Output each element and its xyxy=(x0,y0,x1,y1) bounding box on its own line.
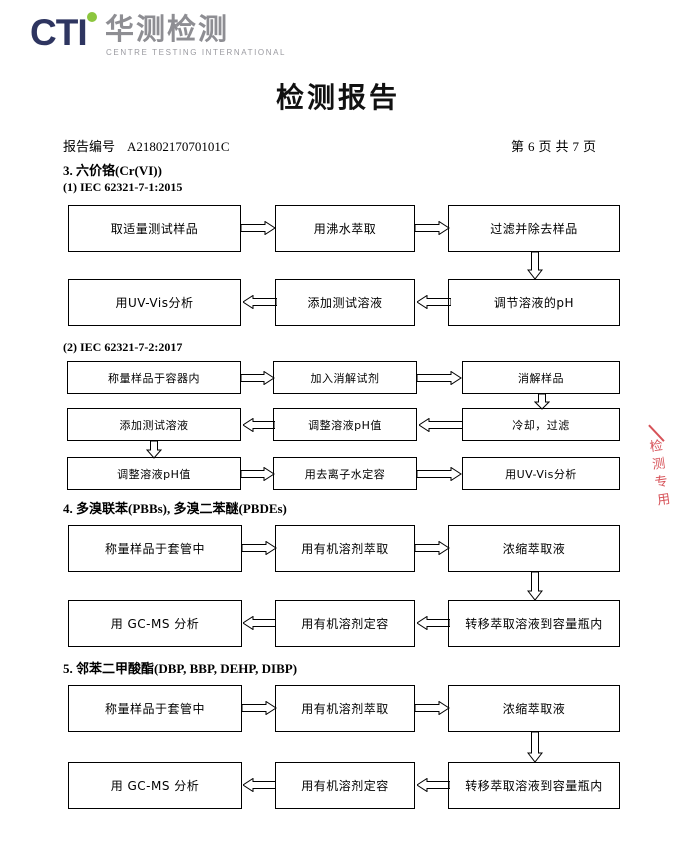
seal-char-1: 检 xyxy=(648,438,664,456)
flow4-box-1: 称量样品于套管中 xyxy=(68,685,242,732)
flow4-box-5: 用有机溶剂定容 xyxy=(275,762,415,809)
flow1-arrow-2-right xyxy=(415,221,451,235)
flow2-arrow-3-down xyxy=(534,394,550,410)
logo-tagline: CENTRE TESTING INTERNATIONAL xyxy=(106,48,287,57)
flow1-box-2: 用沸水萃取 xyxy=(275,205,415,252)
logo-green-dot-icon xyxy=(87,12,97,22)
cti-logo: CTI 华测检测 CENTRE TESTING INTERNATIONAL xyxy=(30,12,290,60)
flow2-box-9: 用UV-Vis分析 xyxy=(462,457,620,490)
flow3-box-3: 浓缩萃取液 xyxy=(448,525,620,572)
red-seal-watermark: 检 测 专 用 xyxy=(637,424,676,532)
flow2-arrow-2-right xyxy=(417,371,463,385)
flow1-arrow-3-down xyxy=(527,252,543,280)
flow3-box-5: 用有机溶剂定容 xyxy=(275,600,415,647)
flow4-arrow-1-right xyxy=(242,701,277,715)
section-heading-cr6: 3. 六价铬(Cr(VI)) xyxy=(63,163,162,178)
logo-chinese-name: 华测检测 xyxy=(105,12,230,46)
subsection-label-iec-7-2: (2) IEC 62321-7-2:2017 xyxy=(63,340,183,354)
seal-char-3: 专 xyxy=(653,474,669,491)
flow2-arrow-8-right xyxy=(417,467,463,481)
flow3-box-2: 用有机溶剂萃取 xyxy=(275,525,415,572)
flow4-box-3: 浓缩萃取液 xyxy=(448,685,620,732)
subsection-label-iec-7-1: (1) IEC 62321-7-1:2015 xyxy=(63,180,183,194)
flow1-box-4: 调节溶液的pH xyxy=(448,279,620,326)
flow2-box-7: 调整溶液pH值 xyxy=(67,457,241,490)
flow1-box-3: 过滤并除去样品 xyxy=(448,205,620,252)
flow2-box-2: 加入消解试剂 xyxy=(273,361,417,394)
page-current: 6 xyxy=(527,139,535,154)
report-number-label: 报告编号 xyxy=(63,139,116,154)
flow4-arrow-5-left xyxy=(243,778,276,792)
flow3-arrow-1-right xyxy=(242,541,277,555)
flow3-arrow-3-down xyxy=(527,572,543,601)
flow2-box-3: 消解样品 xyxy=(462,361,620,394)
section-heading-phthalates: 5. 邻苯二甲酸酯(DBP, BBP, DEHP, DIBP) xyxy=(63,661,298,676)
flow3-arrow-2-right xyxy=(415,541,450,555)
flow2-box-4: 冷却，过滤 xyxy=(462,408,620,441)
seal-char-4: 用 xyxy=(656,491,672,509)
page-unit-1: 页 xyxy=(538,139,552,154)
section-heading-pbb-pbde: 4. 多溴联苯(PBBs), 多溴二苯醚(PBDEs) xyxy=(63,501,287,516)
flow2-arrow-4-left xyxy=(419,418,463,432)
flow4-arrow-2-right xyxy=(415,701,450,715)
page-unit-2: 页 xyxy=(582,139,596,154)
flow1-box-6: 用UV-Vis分析 xyxy=(68,279,241,326)
flow4-box-6: 用 GC-MS 分析 xyxy=(68,762,242,809)
flow4-box-4: 转移萃取溶液到容量瓶内 xyxy=(448,762,620,809)
flow2-arrow-6-down xyxy=(146,441,162,459)
flow2-arrow-5-left xyxy=(243,418,275,432)
flow3-arrow-4-left xyxy=(417,616,450,630)
flow1-arrow-5-left xyxy=(243,295,277,309)
flow3-box-1: 称量样品于套管中 xyxy=(68,525,242,572)
flow2-box-1: 称量样品于容器内 xyxy=(67,361,241,394)
flow4-box-2: 用有机溶剂萃取 xyxy=(275,685,415,732)
flow1-box-5: 添加测试溶液 xyxy=(275,279,415,326)
flow1-box-1: 取适量测试样品 xyxy=(68,205,241,252)
page-prefix: 第 xyxy=(510,139,524,154)
flow3-box-4: 转移萃取溶液到容量瓶内 xyxy=(448,600,620,647)
flow1-arrow-1-right xyxy=(241,221,277,235)
flow1-arrow-4-left xyxy=(417,295,451,309)
flow2-box-8: 用去离子水定容 xyxy=(273,457,417,490)
flow2-arrow-1-right xyxy=(241,371,275,385)
flow4-arrow-4-left xyxy=(417,778,450,792)
report-number: 报告编号 A2180217070101C xyxy=(63,136,230,155)
flow2-box-6: 添加测试溶液 xyxy=(67,408,241,441)
seal-stroke-icon xyxy=(648,424,665,442)
flow3-box-6: 用 GC-MS 分析 xyxy=(68,600,242,647)
page-total-prefix: 共 xyxy=(555,139,569,154)
seal-char-2: 测 xyxy=(651,456,667,473)
flow2-arrow-7-right xyxy=(241,467,275,481)
flow3-arrow-5-left xyxy=(243,616,276,630)
flow4-arrow-3-down xyxy=(527,732,543,763)
report-number-value: A2180217070101C xyxy=(127,139,230,154)
logo-mark-text: CTI xyxy=(30,12,88,53)
flow2-box-5: 调整溶液pH值 xyxy=(273,408,417,441)
page-total: 7 xyxy=(572,139,579,154)
page-title: 检测报告 xyxy=(275,81,400,114)
